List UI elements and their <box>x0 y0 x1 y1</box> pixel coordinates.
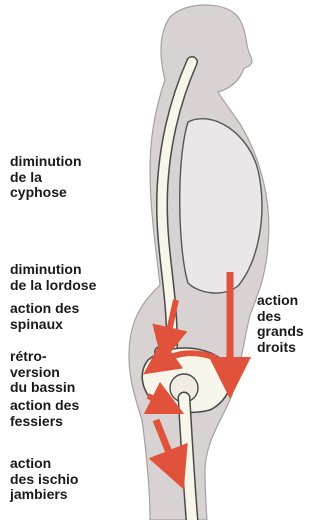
femur <box>184 398 192 520</box>
label-line: du bassin <box>10 380 75 396</box>
label-line: des ischio <box>10 472 78 488</box>
label-line: rétro- <box>10 349 75 365</box>
label-action-grands-droits: action des grands droits <box>257 293 304 355</box>
label-line: diminution <box>10 262 96 278</box>
label-line: action <box>257 293 304 309</box>
label-action-spinaux: action des spinaux <box>10 301 79 332</box>
label-line: grands <box>257 324 304 340</box>
label-line: des <box>257 309 304 325</box>
label-action-ischio-jambiers: action des ischio jambiers <box>10 456 78 503</box>
label-line: action <box>10 456 78 472</box>
label-line: action des <box>10 398 79 414</box>
label-action-fessiers: action des fessiers <box>10 398 79 429</box>
label-line: de la lordose <box>10 278 96 294</box>
label-line: diminution <box>10 154 82 170</box>
label-line: action des <box>10 301 79 317</box>
label-diminution-cyphose: diminution de la cyphose <box>10 154 82 201</box>
label-line: spinaux <box>10 317 79 333</box>
label-diminution-lordose: diminution de la lordose <box>10 262 96 293</box>
label-line: fessiers <box>10 414 79 430</box>
label-line: droits <box>257 340 304 356</box>
label-retroversion-bassin: rétro- version du bassin <box>10 349 75 396</box>
label-line: jambiers <box>10 487 78 503</box>
label-line: version <box>10 365 75 381</box>
label-line: cyphose <box>10 185 82 201</box>
label-line: de la <box>10 170 82 186</box>
